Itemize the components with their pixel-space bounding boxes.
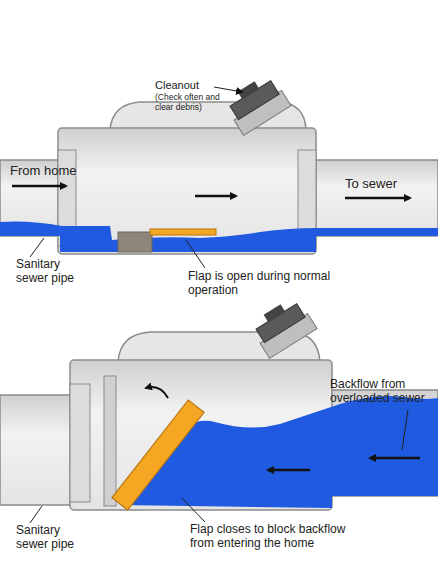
leader-line (186, 240, 205, 268)
cleanout-cap (248, 295, 317, 359)
flow-arrow (195, 195, 236, 198)
rotation-arrow (146, 387, 168, 398)
valve-seat (104, 376, 116, 506)
flow-arrow (12, 185, 66, 188)
flow-arrow (268, 469, 310, 472)
part-label: Cleanout (155, 79, 225, 92)
flap-open (150, 229, 216, 235)
outlet-pipe (315, 160, 438, 236)
note-label: (Check often and clear debris) (155, 93, 237, 113)
cleanout-cap (222, 72, 291, 136)
part-label: Sanitary sewer pipe (16, 524, 88, 552)
flow-arrow (370, 457, 420, 460)
callout-label: Flap is open during normal operation (188, 270, 338, 298)
callout-label: Backflow from overloaded sewer (330, 378, 436, 406)
callout-label: Flap closes to block backflow from enter… (190, 523, 365, 551)
flap-hinge (118, 232, 152, 252)
leader-line (30, 238, 44, 257)
inlet-pipe (0, 395, 72, 505)
bottom-valve (0, 295, 438, 523)
flow-label: To sewer (345, 177, 430, 192)
flow-label: From home (10, 164, 90, 179)
valve-collar (70, 384, 90, 502)
part-label: Sanitary sewer pipe (16, 258, 88, 286)
leader-line (402, 410, 408, 450)
flow-arrow (345, 197, 410, 200)
leader-line (214, 87, 242, 92)
leader-line (182, 498, 205, 522)
leader-line (30, 506, 42, 523)
flap-closed (112, 400, 204, 510)
top-valve (0, 72, 438, 268)
water (0, 222, 438, 253)
